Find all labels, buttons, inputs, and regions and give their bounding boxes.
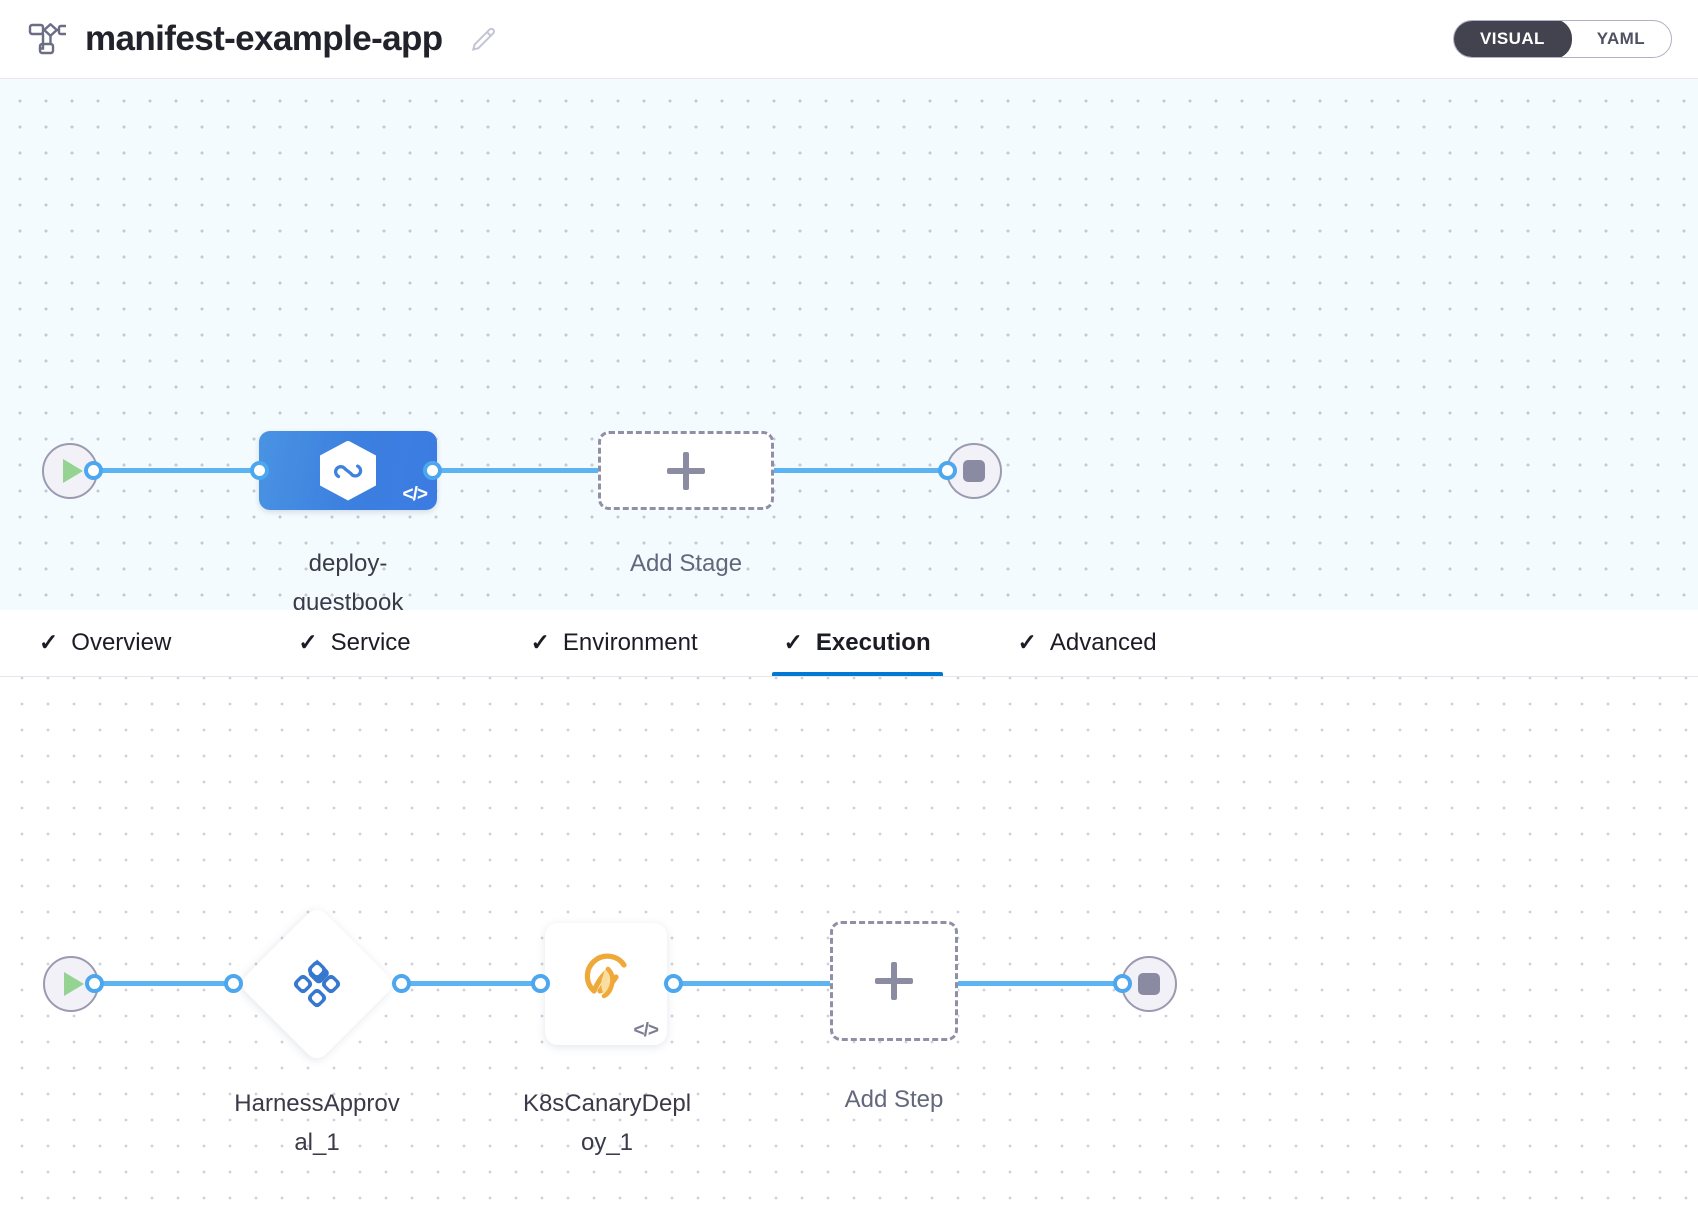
step-label-k8s-canary-deploy: K8sCanaryDepl oy_1 <box>522 1090 692 1156</box>
edge-addstage-to-end <box>770 468 948 473</box>
step-label-harness-approval: HarnessApprov al_1 <box>234 1090 400 1156</box>
tab-advanced[interactable]: ✓ Advanced <box>1006 609 1169 676</box>
stage-code-badge[interactable]: </> <box>402 484 429 505</box>
edge-start-to-stage <box>93 468 261 473</box>
header-right-group: VISUAL YAML <box>1453 20 1672 58</box>
edge-addstep-to-exec-end <box>957 981 1123 986</box>
plus-icon <box>875 962 913 1000</box>
pipeline-nodes-icon <box>26 18 68 60</box>
stop-icon <box>1138 973 1160 995</box>
pipeline-header: manifest-example-app VISUAL YAML <box>0 0 1698 79</box>
edge-canary-to-addstep <box>673 981 832 986</box>
play-icon <box>64 972 84 996</box>
check-icon-advanced: ✓ <box>1017 629 1037 655</box>
execution-graph-canvas[interactable]: HarnessApprov al_1 </> K8sCanaryDepl oy_… <box>0 677 1698 1222</box>
view-toggle-visual[interactable]: VISUAL <box>1454 21 1572 57</box>
add-stage-label: Add Stage <box>629 550 743 577</box>
check-icon-overview: ✓ <box>39 629 59 655</box>
edge-exec-start-to-approval <box>94 981 229 986</box>
port-stage-in <box>250 461 269 480</box>
tab-service[interactable]: ✓ Service <box>286 609 422 676</box>
view-toggle-yaml[interactable]: YAML <box>1596 29 1645 48</box>
canary-bird-icon <box>575 951 637 1018</box>
port-exec-start-out <box>85 974 104 993</box>
step-node-harness-approval[interactable] <box>237 904 397 1064</box>
stage-config-tabs[interactable]: ✓ Overview ✓ Service ✓ Environment ✓ Exe… <box>0 610 1698 677</box>
port-exec-end-in <box>1113 974 1132 993</box>
edge-approval-to-canary <box>401 981 535 986</box>
tab-label-environment: Environment <box>562 628 698 656</box>
tab-label-overview: Overview <box>71 628 172 656</box>
tab-label-execution: Execution <box>815 628 931 656</box>
plus-icon <box>667 451 705 490</box>
execution-start-node[interactable] <box>43 956 99 1012</box>
pencil-edit-icon[interactable] <box>466 23 498 55</box>
port-approval-out <box>392 974 411 993</box>
tab-label-service: Service <box>330 628 411 656</box>
tab-label-advanced: Advanced <box>1049 628 1157 656</box>
tab-execution[interactable]: ✓ Execution <box>771 609 943 676</box>
step-code-badge[interactable]: </> <box>633 1020 660 1041</box>
check-icon-environment: ✓ <box>530 629 550 655</box>
port-canary-out <box>664 974 683 993</box>
check-icon-service: ✓ <box>298 629 318 655</box>
step-node-k8s-canary-deploy[interactable]: </> <box>545 923 667 1045</box>
header-left-group: manifest-example-app <box>26 18 498 60</box>
harness-approval-icon <box>289 956 345 1012</box>
harness-hexagon-icon <box>320 440 376 501</box>
tab-environment[interactable]: ✓ Environment <box>519 609 710 676</box>
play-icon <box>63 459 83 483</box>
add-step-node[interactable] <box>830 921 958 1041</box>
page-title: manifest-example-app <box>85 19 443 58</box>
check-icon-execution: ✓ <box>783 629 803 655</box>
stage-graph-canvas[interactable]: </> deploy- guestbook Add Stage <box>0 79 1698 610</box>
stage-node-label: deploy- guestbook <box>292 550 404 610</box>
stage-node-deploy-guestbook[interactable]: </> <box>259 431 437 510</box>
add-step-label: Add Step <box>844 1086 944 1113</box>
tab-overview[interactable]: ✓ Overview <box>27 609 183 676</box>
port-approval-in <box>224 974 243 993</box>
port-start-out <box>84 461 103 480</box>
port-stage-out <box>423 461 442 480</box>
add-stage-node[interactable] <box>598 431 774 510</box>
port-canary-in <box>531 974 550 993</box>
port-end-in <box>938 461 957 480</box>
edge-stage-to-addstage <box>432 468 610 473</box>
view-mode-toggle[interactable]: VISUAL YAML <box>1453 20 1672 58</box>
stop-icon <box>963 460 985 482</box>
